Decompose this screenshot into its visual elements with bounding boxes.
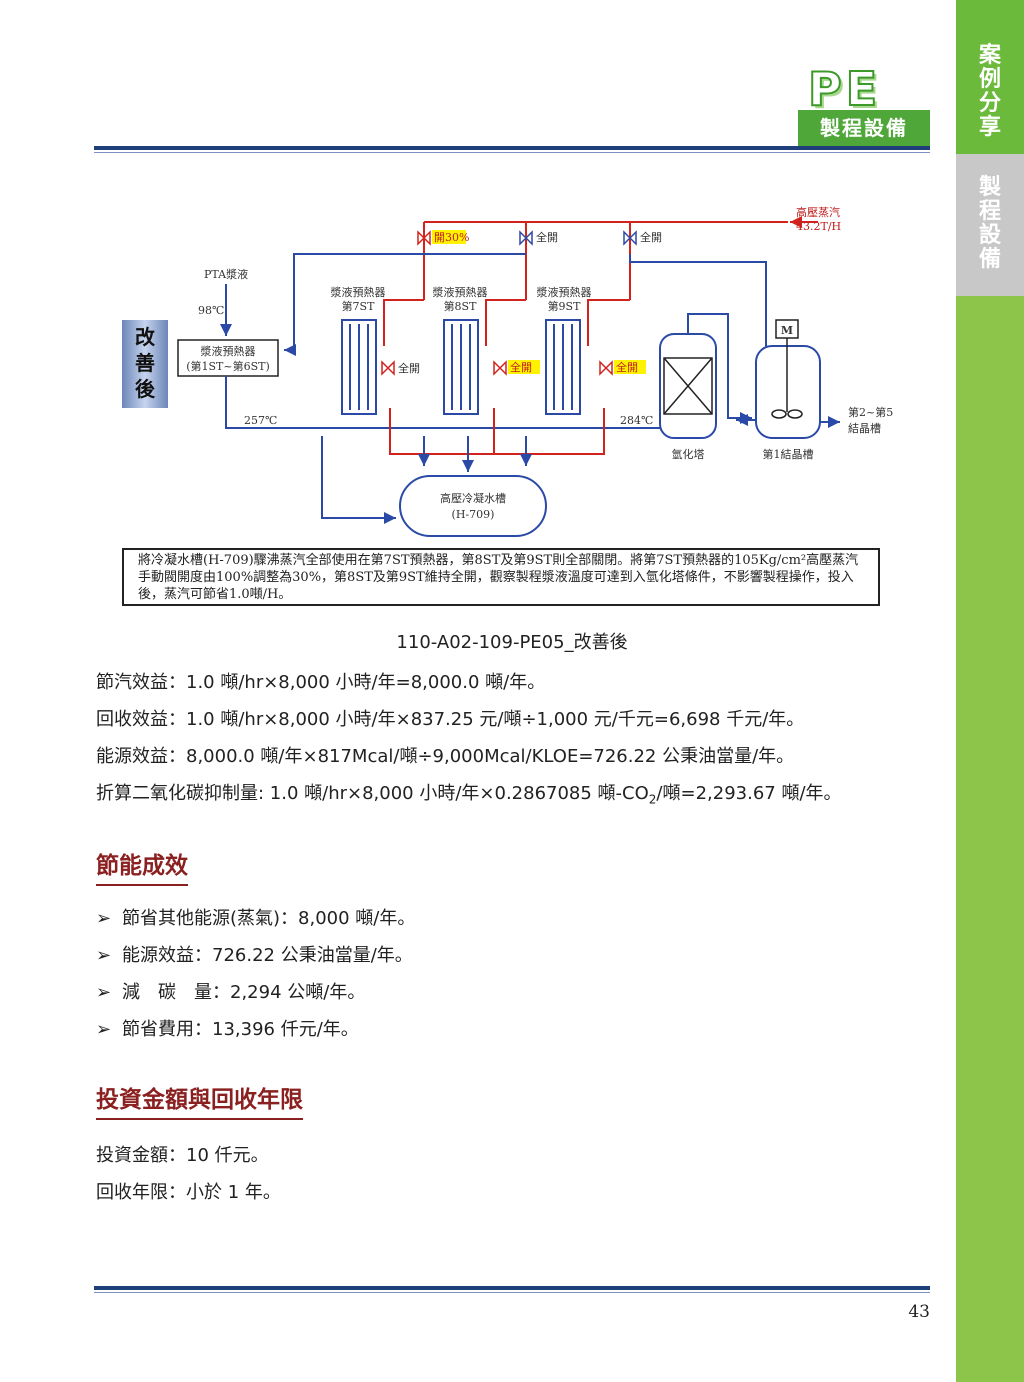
feed-temp: 98℃: [198, 304, 224, 317]
svg-text:全開: 全開: [510, 360, 532, 374]
side-tab-green: [956, 296, 1024, 1382]
payback-period: 回收年限：小於 1 年。: [96, 1182, 281, 1203]
footer-rule: [94, 1286, 930, 1290]
pe-logo: PE: [807, 62, 882, 116]
valve-icon[interactable]: [599, 360, 613, 376]
preheater-7st: [341, 319, 377, 415]
arrow-bullet-icon: ➢: [96, 982, 112, 1003]
steam-flow: 43.2T/H: [796, 220, 841, 233]
motor-label: M: [781, 324, 793, 337]
crystallizer: [755, 319, 821, 439]
svg-text:第1結晶槽: 第1結晶槽: [763, 447, 814, 461]
section-title-energy-results: 節能成效: [96, 846, 188, 886]
svg-text:結晶槽: 結晶槽: [848, 421, 881, 435]
preheater-8st: [443, 319, 479, 415]
diagram-note: 將冷凝水槽(H-709)驟沸蒸汽全部使用在第7ST預熱器，第8ST及第9ST則全…: [122, 548, 880, 606]
side-label: 改善後: [135, 325, 156, 401]
svg-text:漿液預熱器: 漿液預熱器: [537, 285, 592, 299]
temp-257: 257℃: [244, 414, 277, 427]
header-rule: [94, 146, 930, 150]
preheater-1-6-box: [177, 339, 279, 377]
list-item: ➢節省費用：13,396 仟元/年。: [96, 1019, 359, 1040]
list-item: ➢減 碳 量：2,294 公噸/年。: [96, 982, 366, 1003]
equation-energy: 能源效益：8,000.0 噸/年×817Mcal/噸÷9,000Mcal/KLO…: [96, 746, 795, 767]
svg-text:第2~第5: 第2~第5: [848, 405, 893, 419]
arrow-bullet-icon: ➢: [96, 1019, 112, 1040]
side-tab-process-equipment[interactable]: 製程設備: [956, 154, 1024, 296]
condensate-tank: [399, 475, 547, 537]
page-number: 43: [908, 1302, 930, 1322]
arrow-bullet-icon: ➢: [96, 945, 112, 966]
equation-steam-saving: 節汽效益：1.0 噸/hr×8,000 小時/年=8,000.0 噸/年。: [96, 672, 546, 693]
valve-icon[interactable]: [493, 360, 507, 376]
steam-label: 高壓蒸汽: [796, 205, 840, 219]
valve-30-label: 開30%: [434, 231, 469, 244]
svg-text:(第1ST~第6ST): (第1ST~第6ST): [186, 359, 270, 373]
side-tab-label: 製程設備: [978, 175, 1001, 272]
temp-284: 284℃: [620, 414, 653, 427]
equation-recovery: 回收效益：1.0 噸/hr×8,000 小時/年×837.25 元/噸÷1,00…: [96, 709, 805, 730]
side-label-box: [122, 320, 168, 408]
svg-text:全開: 全開: [616, 360, 638, 374]
process-diagram: 改善後 高壓蒸汽 43.2T/H 開30% 全開 全開 PTA漿液 98℃ 漿液…: [122, 205, 893, 537]
list-item: ➢能源效益：726.22 公秉油當量/年。: [96, 945, 413, 966]
investment-amount: 投資金額：10 仟元。: [96, 1145, 269, 1166]
svg-text:漿液預熱器: 漿液預熱器: [201, 344, 256, 358]
list-item: ➢節省其他能源(蒸氣)：8,000 噸/年。: [96, 908, 416, 929]
svg-text:全開: 全開: [398, 361, 420, 375]
svg-text:高壓冷凝水槽: 高壓冷凝水槽: [440, 491, 506, 505]
header-badge: 製程設備: [798, 110, 930, 146]
svg-text:第9ST: 第9ST: [548, 299, 582, 313]
valve-icon[interactable]: [381, 360, 395, 376]
arrow-bullet-icon: ➢: [96, 908, 112, 929]
valve-icon[interactable]: [519, 230, 533, 246]
header-rule-thin: [94, 152, 930, 153]
figure-caption: 110-A02-109-PE05_改善後: [396, 632, 628, 653]
svg-text:(H-709): (H-709): [452, 508, 495, 521]
valve-top-label: 全開: [536, 230, 558, 244]
footer-rule-thin: [94, 1292, 930, 1293]
hydrogenation-tower: [659, 333, 717, 439]
svg-text:氫化塔: 氫化塔: [672, 447, 705, 461]
side-tab-case-sharing[interactable]: 案例分享: [956, 0, 1024, 154]
preheater-9st: [545, 319, 581, 415]
feed-label: PTA漿液: [204, 267, 248, 281]
side-tab-label: 案例分享: [978, 43, 1001, 140]
valve-icon[interactable]: [417, 230, 431, 246]
equation-co2: 折算二氧化碳抑制量: 1.0 噸/hr×8,000 小時/年×0.2867085…: [96, 783, 842, 807]
valve-top-label: 全開: [640, 230, 662, 244]
section-title-investment: 投資金額與回收年限: [96, 1080, 303, 1120]
svg-text:第8ST: 第8ST: [444, 299, 478, 313]
svg-text:漿液預熱器: 漿液預熱器: [331, 285, 386, 299]
svg-text:第7ST: 第7ST: [342, 299, 376, 313]
svg-text:漿液預熱器: 漿液預熱器: [433, 285, 488, 299]
valve-icon[interactable]: [623, 230, 637, 246]
